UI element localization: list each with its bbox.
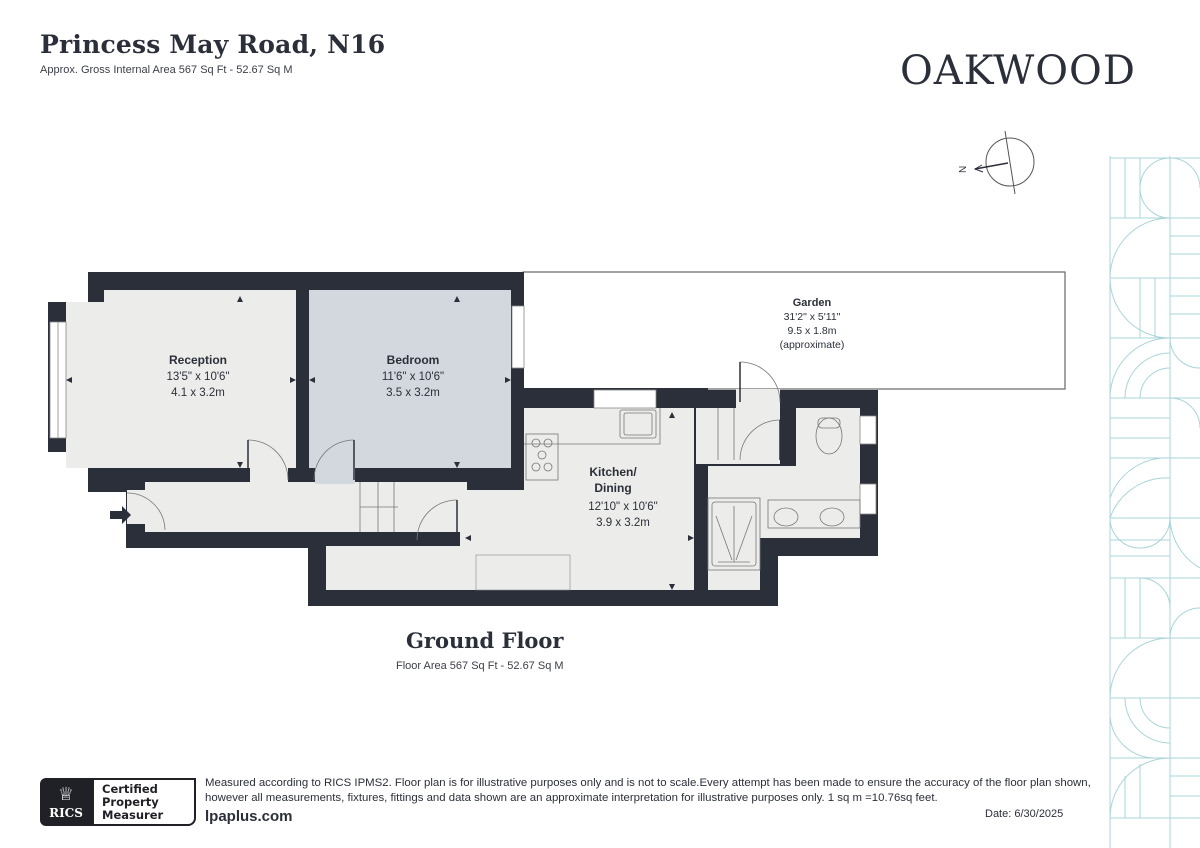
dimension-markers: [66, 296, 694, 590]
property-title: Princess May Road, N16: [40, 30, 386, 59]
room-floors: [49, 290, 877, 591]
svg-text:N: N: [958, 166, 969, 173]
room-size-metric-reception: 4.1 x 3.2m: [171, 387, 225, 399]
room-size-imperial-kitchen: 12'10" x 10'6": [588, 501, 657, 513]
room-size-metric-garden: 9.5 x 1.8m: [787, 325, 836, 337]
room-size-imperial-reception: 13'5" x 10'6": [166, 371, 229, 383]
fixtures: [126, 361, 861, 571]
garden-area: [522, 271, 1066, 390]
brand-logo: OAKWOOD: [900, 48, 1136, 94]
room-size-metric-bedroom: 3.5 x 3.2m: [386, 387, 440, 399]
rics-certified-badge: ♕ RICS Certified Property Measurer: [40, 778, 196, 826]
room-name-bedroom: Bedroom: [387, 353, 440, 367]
rics-logo-text: RICS: [49, 806, 83, 820]
garden-note: (approximate): [780, 339, 845, 351]
room-name-reception: Reception: [169, 353, 227, 367]
badge-line-certified: Certified: [102, 782, 158, 796]
plan-date: Date: 6/30/2025: [985, 808, 1064, 820]
room-name-dining: Dining: [594, 481, 631, 495]
room-size-imperial-garden: 31'2" x 5'11": [784, 311, 841, 323]
website-link[interactable]: lpaplus.com: [205, 808, 293, 825]
badge-line-measurer: Measurer: [102, 808, 164, 822]
disclaimer-text: Measured according to RICS IPMS2. Floor …: [205, 777, 1091, 804]
floor-title: Ground Floor: [406, 628, 564, 653]
rics-lion-icon: ♕: [57, 784, 75, 804]
badge-line-property: Property: [102, 795, 159, 809]
gross-area-text: Approx. Gross Internal Area 567 Sq Ft - …: [40, 64, 293, 76]
decorative-pattern: [1109, 156, 1200, 848]
floor-area-text: Floor Area 567 Sq Ft - 52.67 Sq M: [396, 660, 564, 672]
room-name-garden: Garden: [793, 297, 832, 309]
entrance-arrow-icon: [110, 506, 131, 524]
north-arrow-icon: N: [958, 130, 1035, 195]
room-size-imperial-bedroom: 11'6" x 10'6": [382, 371, 444, 383]
room-size-metric-kitchen: 3.9 x 3.2m: [596, 517, 650, 529]
room-name-kitchen: Kitchen/: [589, 465, 637, 479]
